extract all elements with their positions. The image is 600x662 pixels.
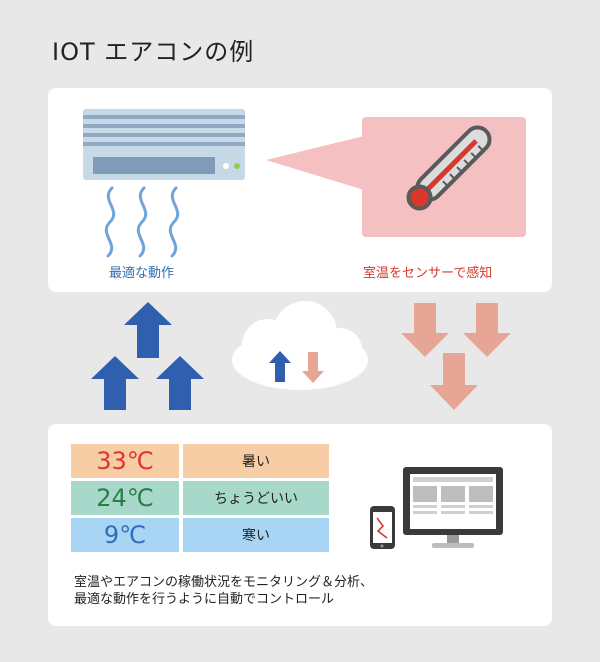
thermometer-icon: [406, 125, 492, 211]
temp-comfortable: 24℃: [71, 481, 179, 515]
airflow-icon: [104, 186, 180, 258]
down-arrow-icon: [302, 352, 324, 383]
monitor-icon: [403, 467, 503, 548]
down-arrow-icon: [430, 353, 478, 410]
up-arrow-icon: [269, 351, 291, 382]
air-conditioner-icon: [83, 109, 245, 180]
up-arrow-icon: [124, 302, 172, 358]
up-arrow-icon: [156, 356, 204, 410]
temp-hot: 33℃: [71, 444, 179, 478]
smartphone-icon: [370, 506, 395, 549]
state-comfortable: ちょうどいい: [183, 481, 329, 515]
down-arrow-icon: [463, 303, 511, 357]
description-line-2: 最適な動作を行うように自動でコントロール: [74, 592, 335, 607]
up-arrows: [91, 302, 204, 410]
state-cold: 寒い: [183, 518, 329, 552]
up-arrow-icon: [91, 356, 139, 410]
ac-action-label: 最適な動作: [109, 266, 175, 281]
down-arrow-icon: [401, 303, 449, 357]
bubble-pointer: [266, 136, 364, 190]
sensor-label: 室温をセンサーで感知: [363, 266, 493, 281]
state-hot: 暑い: [183, 444, 329, 478]
cloud-icon: [232, 301, 368, 390]
description: 室温やエアコンの稼働状況をモニタリング＆分析、 最適な動作を行うように自動でコン…: [74, 574, 373, 608]
description-line-1: 室温やエアコンの稼働状況をモニタリング＆分析、: [74, 575, 374, 590]
temp-cold: 9℃: [71, 518, 179, 552]
down-arrows: [401, 303, 511, 410]
page-title: IOT エアコンの例: [52, 38, 255, 66]
